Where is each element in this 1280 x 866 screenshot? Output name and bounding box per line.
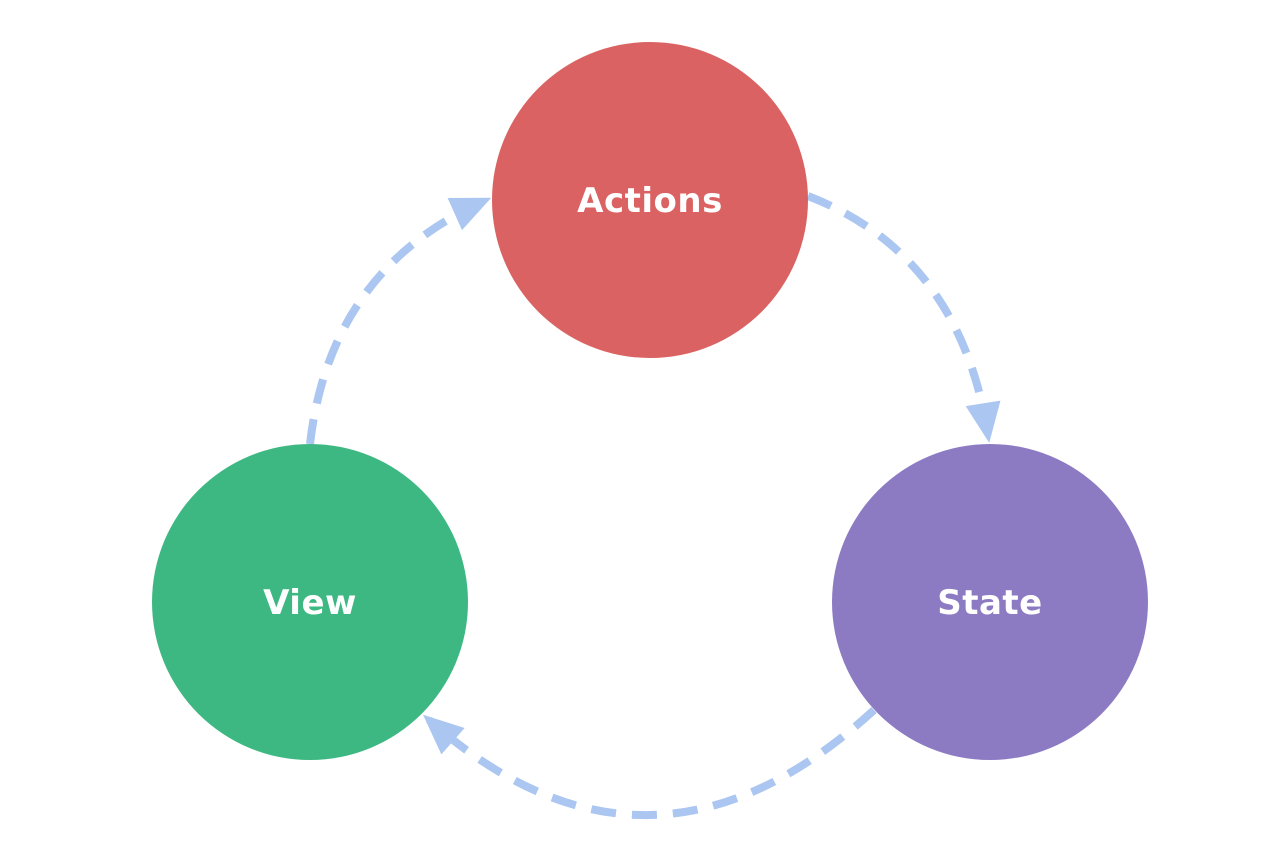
view-node: View (152, 444, 468, 760)
actions-node: Actions (492, 42, 808, 358)
edge-actions-to-state (806, 192, 1001, 443)
state-label: State (937, 583, 1043, 623)
edge-view-to-actions (306, 197, 492, 445)
state-circle (832, 444, 1148, 760)
view-circle (152, 444, 468, 760)
state-node: State (832, 444, 1148, 760)
edge-state-to-view (422, 707, 877, 819)
view-label: View (263, 583, 357, 623)
actions-label: Actions (577, 181, 723, 221)
actions-circle (492, 42, 808, 358)
